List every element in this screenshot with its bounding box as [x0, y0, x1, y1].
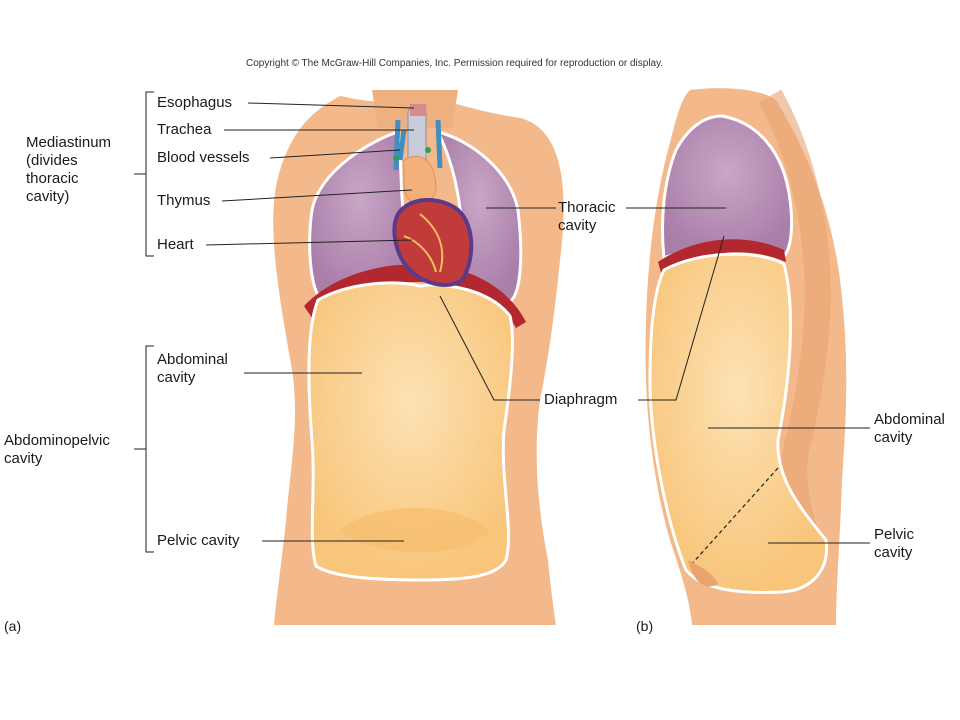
label-pelvic-cavity-a: Pelvic cavity	[157, 532, 240, 549]
leader-blood-vessels	[269, 149, 401, 159]
label-thoracic-cavity: Thoracic cavity	[558, 199, 616, 234]
label-abdominal-cavity-b: Abdominal cavity	[874, 411, 945, 446]
label-esophagus: Esophagus	[157, 94, 233, 111]
diaphragm-a	[304, 264, 526, 328]
label-trachea: Trachea	[157, 121, 212, 138]
heart	[392, 197, 474, 287]
leader-diaphragm-a	[439, 295, 540, 401]
label-thymus: Thymus	[157, 192, 211, 209]
thymus	[403, 155, 437, 206]
label-abdominopelvic-cavity: Abdominopelvic cavity	[4, 432, 110, 467]
leader-heart	[205, 239, 413, 246]
leader-diaphragm-b	[638, 235, 725, 401]
panel-label-a: (a)	[4, 618, 22, 634]
anterior-torso	[273, 90, 564, 625]
heart-vessels	[403, 213, 444, 273]
label-heart: Heart	[157, 236, 194, 253]
bracket-mediastinum	[145, 91, 154, 257]
label-mediastinum: Mediastinum (divides thoracic cavity)	[26, 134, 112, 205]
bracket-abdominopelvic	[145, 345, 154, 553]
vertebral-column	[758, 89, 832, 567]
panel-label-b: (b)	[636, 618, 654, 634]
lateral-torso	[645, 88, 847, 626]
leader-lines	[134, 91, 870, 553]
label-blood-vessels: Blood vessels	[157, 149, 250, 166]
esophagus	[410, 104, 426, 116]
blood-vessels	[393, 119, 443, 171]
vessel-dot	[393, 155, 399, 161]
pubic-bone	[688, 560, 718, 587]
pelvic-brim-line	[689, 467, 779, 567]
leader-esophagus	[247, 102, 415, 109]
copyright-notice: Copyright © The McGraw-Hill Companies, I…	[246, 58, 664, 69]
diaphragm-b	[658, 239, 786, 276]
label-pelvic-cavity-b: Pelvic cavity	[874, 526, 915, 561]
vessel-dot	[425, 147, 431, 153]
leader-thymus	[221, 189, 413, 202]
label-abdominal-cavity-a: Abdominal cavity	[157, 351, 228, 386]
label-diaphragm: Diaphragm	[544, 391, 618, 408]
